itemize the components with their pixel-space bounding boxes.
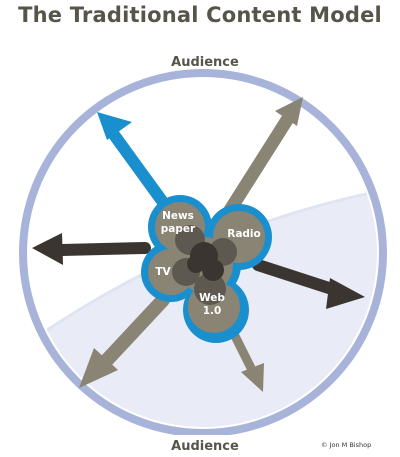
audience-bottom-label-bg [166,435,244,453]
media-cluster-core [187,242,224,281]
audience-ring [19,69,387,437]
audience-top-label: Audience [171,55,239,70]
web-label-line1: Web [199,292,225,304]
arrow-left [32,233,151,265]
arrow-right [252,259,365,309]
arrow-up-left [97,112,171,211]
arrow-up-right [223,97,303,217]
newspaper-label-line2: paper [161,223,196,235]
radio-label: Radio [227,228,261,240]
arrow-down-left [79,293,170,388]
tv-label: TV [155,266,171,278]
web-label-line2: 1.0 [203,305,222,317]
audience-top-label-bg [166,51,244,69]
audience-bottom-label: Audience [171,439,239,454]
diagram-title: The Traditional Content Model [18,3,382,27]
newspaper-label-line1: News [162,210,194,222]
copyright-text: © Jon M Bishop [321,441,371,449]
